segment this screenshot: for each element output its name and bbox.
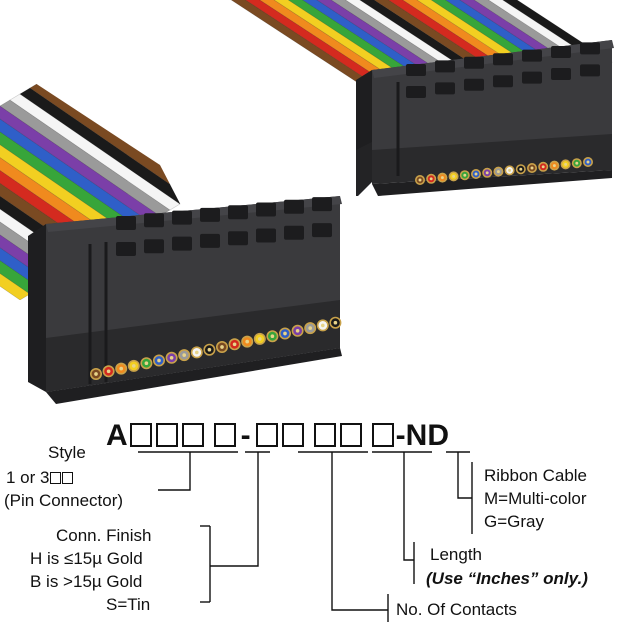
ribbon-multi-label: M=Multi-color <box>484 489 587 508</box>
conn-finish-label: Conn. Finish <box>56 526 152 545</box>
length-note-label: (Use “Inches” only.) <box>426 569 588 588</box>
style-option-box-2 <box>62 472 74 484</box>
contact-holes-right <box>414 157 593 186</box>
length-box-1 <box>313 423 336 447</box>
part-separator: - <box>240 419 251 452</box>
ribbon-cable-right <box>230 0 613 93</box>
style-box-2 <box>155 423 178 447</box>
ribbon-box <box>371 423 394 447</box>
style-option-box-1 <box>50 472 62 484</box>
part-suffix: -ND <box>395 419 449 452</box>
finish-s-label: S=Tin <box>106 595 151 614</box>
finish-box <box>213 423 236 447</box>
contacts-label: No. Of Contacts <box>396 600 517 619</box>
leader-lines <box>138 451 473 622</box>
style-box-3 <box>181 423 204 447</box>
length-label: Length <box>430 545 482 564</box>
style-option-label: 1 or 3 <box>6 468 74 488</box>
finish-b-label: B is >15µ Gold <box>30 572 143 591</box>
connector-right <box>356 40 614 196</box>
finish-h-label: H is ≤15µ Gold <box>30 549 143 568</box>
length-box-2 <box>339 423 362 447</box>
contact-holes-left <box>90 316 342 380</box>
part-prefix: A <box>106 419 128 452</box>
contacts-box-2 <box>281 423 304 447</box>
ribbon-cable-label: Ribbon Cable <box>484 466 588 485</box>
contacts-box-1 <box>255 423 278 447</box>
connector-left <box>28 196 342 404</box>
style-label: Style <box>48 443 86 462</box>
ribbon-gray-label: G=Gray <box>484 512 544 531</box>
part-number: A - -ND <box>106 418 449 454</box>
style-option-text: 1 or 3 <box>6 468 50 487</box>
style-box-1 <box>129 423 152 447</box>
pin-connector-label: (Pin Connector) <box>4 491 124 510</box>
